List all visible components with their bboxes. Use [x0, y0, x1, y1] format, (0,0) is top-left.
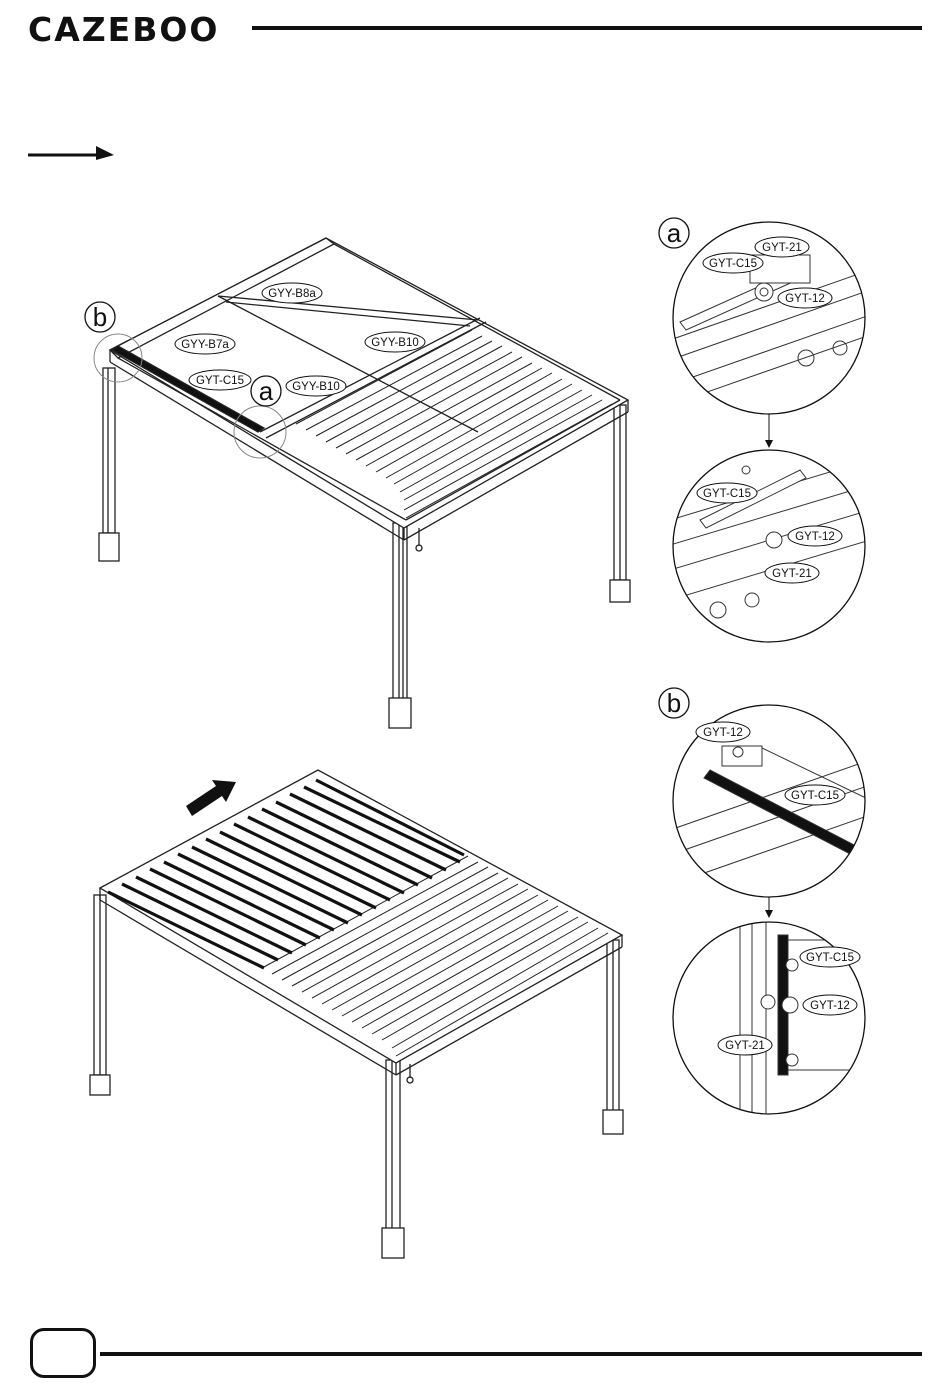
callout-b-top: b [85, 302, 115, 332]
post-bl [90, 895, 110, 1095]
label-gyt-c15-a1: GYT-C15 [703, 253, 763, 273]
svg-text:GYY-B10: GYY-B10 [292, 381, 340, 393]
svg-text:GYT-12: GYT-12 [810, 1000, 850, 1012]
label-gyt-12-a2: GYT-12 [788, 526, 842, 546]
svg-text:GYY-B8a: GYY-B8a [268, 288, 316, 300]
svg-text:GYT-C15: GYT-C15 [703, 488, 751, 500]
svg-text:GYT-C15: GYT-C15 [791, 790, 839, 802]
svg-text:a: a [259, 376, 274, 406]
svg-text:GYT-12: GYT-12 [785, 293, 825, 305]
label-gyt-21-b2: GYT-21 [718, 1035, 772, 1055]
post-back-left [99, 368, 119, 561]
svg-text:b: b [93, 302, 107, 332]
svg-text:GYT-C15: GYT-C15 [806, 952, 854, 964]
svg-text:GYY-B10: GYY-B10 [371, 337, 419, 349]
label-gyt-c15-top: GYT-C15 [189, 370, 251, 390]
svg-text:a: a [667, 218, 682, 248]
label-gyy-b8a: GYY-B8a [262, 283, 322, 303]
label-gyt-12-b2: GYT-12 [803, 995, 857, 1015]
label-gyt-c15-b2: GYT-C15 [800, 947, 860, 967]
label-gyy-b10-upper: GYY-B10 [365, 332, 425, 352]
label-gyt-c15-a2: GYT-C15 [697, 483, 757, 503]
label-gyt-12-a1: GYT-12 [778, 288, 832, 308]
pergola-bottom [90, 770, 623, 1258]
push-arrow-icon [186, 780, 236, 816]
label-gyt-21-a2: GYT-21 [765, 563, 819, 583]
callout-a-top: a [251, 376, 281, 406]
svg-text:GYT-12: GYT-12 [795, 531, 835, 543]
label-gyt-12-b1: GYT-12 [696, 722, 750, 742]
label-gyy-b10-lower: GYY-B10 [286, 376, 346, 396]
footer-rule [100, 1352, 922, 1356]
svg-text:GYT-C15: GYT-C15 [196, 375, 244, 387]
post-right [610, 405, 630, 602]
post-front [389, 523, 411, 728]
detail-b-view1 [670, 746, 870, 885]
detail-b-letter: b [659, 688, 689, 718]
post-bf [382, 1060, 404, 1258]
svg-text:GYT-C15: GYT-C15 [709, 258, 757, 270]
detail-a-letter: a [659, 218, 689, 248]
svg-text:GYY-B7a: GYY-B7a [181, 339, 229, 351]
svg-text:GYT-21: GYT-21 [725, 1040, 765, 1052]
svg-text:b: b [667, 688, 681, 718]
pergola-top [99, 238, 630, 728]
label-gyt-c15-b1: GYT-C15 [785, 785, 845, 805]
svg-text:GYT-12: GYT-12 [703, 727, 743, 739]
svg-text:GYT-21: GYT-21 [772, 568, 812, 580]
label-gyt-21-a1: GYT-21 [755, 237, 809, 257]
page-number-box [30, 1328, 96, 1378]
post-br [603, 940, 623, 1134]
label-gyy-b7a: GYY-B7a [175, 334, 235, 354]
svg-text:GYT-21: GYT-21 [762, 242, 802, 254]
